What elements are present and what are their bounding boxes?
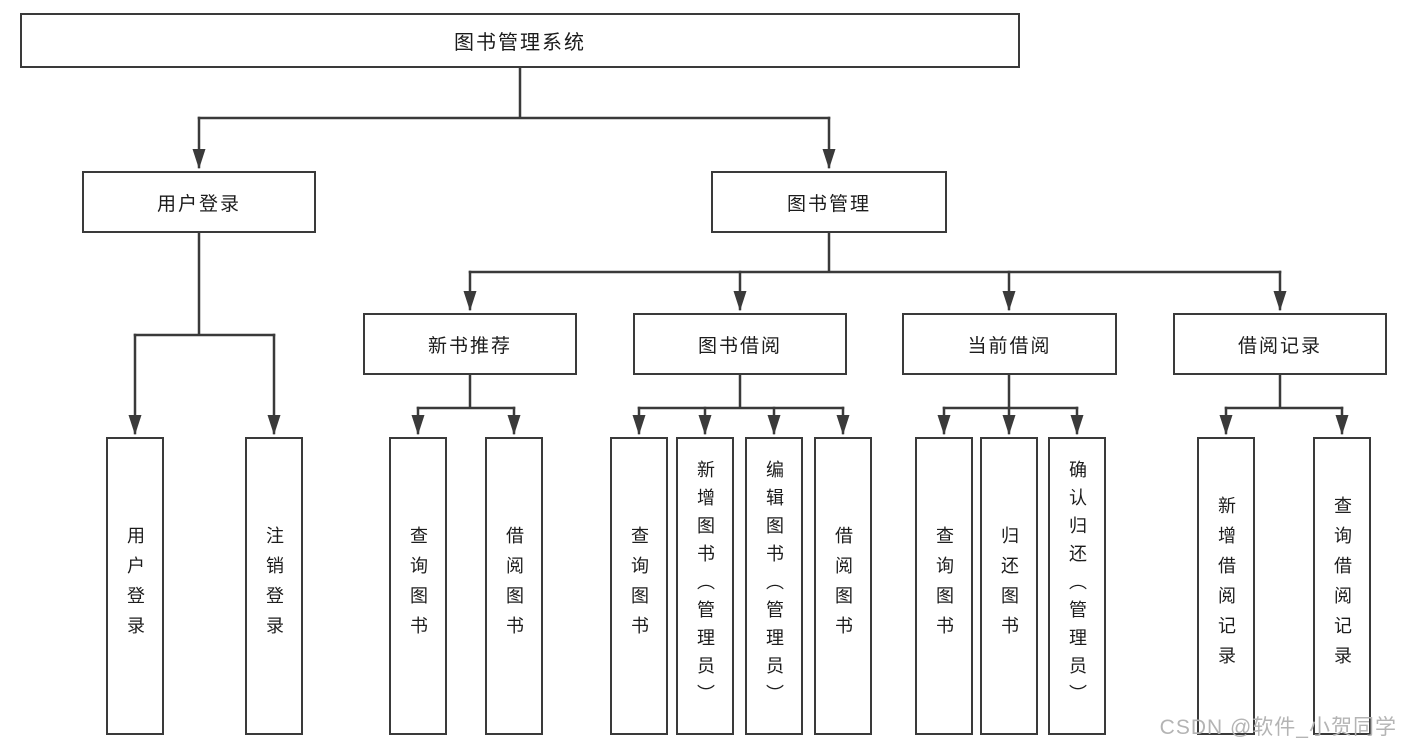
node-borrowing-records: 借阅记录 (1173, 313, 1387, 375)
leaf-current-query-books: 查询图书 (915, 437, 973, 735)
leaf-query-borrow-record: 查询借阅记录 (1313, 437, 1371, 735)
node-label: 查询图书 (408, 526, 428, 646)
leaf-logout-login: 注销登录 (245, 437, 303, 735)
node-label: 注销登录 (264, 526, 284, 646)
node-label: 借阅记录 (1237, 335, 1322, 357)
leaf-add-books-admin: 新增图书（管理员） (676, 437, 734, 735)
node-label: 归还图书 (999, 526, 1019, 646)
node-label: 确认归还（管理员） (1067, 460, 1087, 712)
leaf-edit-books-admin: 编辑图书（管理员） (745, 437, 803, 735)
node-user-login: 用户登录 (82, 171, 316, 233)
node-label: 新增借阅记录 (1216, 496, 1236, 676)
leaf-borrowing-query-books: 查询图书 (610, 437, 668, 735)
node-label: 图书管理系统 (454, 32, 586, 54)
node-current-borrowing: 当前借阅 (902, 313, 1117, 375)
node-label: 新增图书（管理员） (695, 460, 715, 712)
node-book-management: 图书管理 (711, 171, 947, 233)
leaf-user-login: 用户登录 (106, 437, 164, 735)
node-label: 新书推荐 (427, 335, 512, 357)
node-label: 借阅图书 (833, 526, 853, 646)
watermark: CSDN @软件_小贺同学 (1159, 716, 1397, 739)
leaf-return-books: 归还图书 (980, 437, 1038, 735)
node-library-management-system: 图书管理系统 (20, 13, 1020, 68)
node-new-book-recommendation: 新书推荐 (363, 313, 577, 375)
leaf-confirm-return-admin: 确认归还（管理员） (1048, 437, 1106, 735)
node-label: 查询图书 (629, 526, 649, 646)
leaf-newbook-borrow-books: 借阅图书 (485, 437, 543, 735)
node-label: 编辑图书（管理员） (764, 460, 784, 712)
node-label: 当前借阅 (967, 335, 1052, 357)
leaf-newbook-query-books: 查询图书 (389, 437, 447, 735)
node-label: 查询借阅记录 (1332, 496, 1352, 676)
node-book-borrowing: 图书借阅 (633, 313, 847, 375)
node-label: 用户登录 (125, 526, 145, 646)
leaf-borrowing-borrow-books: 借阅图书 (814, 437, 872, 735)
node-label: 图书借阅 (697, 335, 782, 357)
leaf-add-borrow-record: 新增借阅记录 (1197, 437, 1255, 735)
node-label: 借阅图书 (504, 526, 524, 646)
node-label: 查询图书 (934, 526, 954, 646)
node-label: 用户登录 (156, 193, 241, 215)
node-label: 图书管理 (786, 193, 871, 215)
